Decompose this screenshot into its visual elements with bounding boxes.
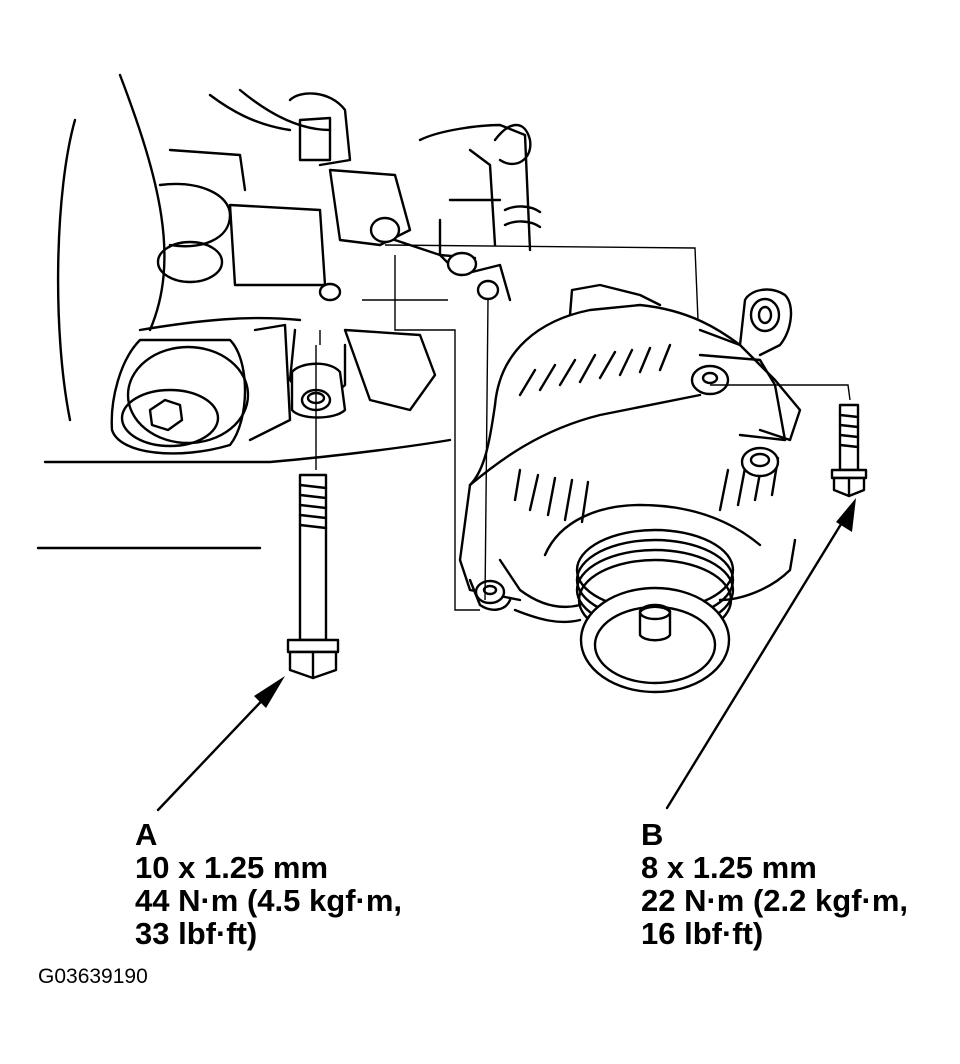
callout-a-size: 10 x 1.25 mm [135, 850, 329, 885]
callout-a: A 10 x 1.25 mm 44 N·m (4.5 kgf·m, 33 lbf… [135, 818, 402, 950]
callout-b-size: 8 x 1.25 mm [641, 850, 817, 885]
engine-block-outline [36, 73, 452, 550]
callout-b-torque-line1: 22 N·m (2.2 kgf·m, [641, 883, 909, 918]
bolt-b [830, 403, 868, 498]
callout-a-torque-line1: 44 N·m (4.5 kgf·m, [135, 883, 403, 918]
leader-arrow-a [156, 676, 285, 812]
tensioner-pulley [110, 323, 292, 455]
callout-b: B 8 x 1.25 mm 22 N·m (2.2 kgf·m, 16 lbf·… [641, 818, 908, 950]
callout-b-letter: B [641, 817, 664, 852]
callout-a-torque-line2: 33 lbf·ft) [135, 916, 258, 951]
coolant-hose [298, 116, 542, 260]
figure-code: G03639190 [38, 965, 148, 988]
mount-boss [290, 362, 347, 419]
callout-a-letter: A [135, 817, 158, 852]
leader-arrow-b [665, 498, 856, 810]
alternator [458, 283, 802, 624]
callout-b-torque-line2: 16 lbf·ft) [641, 916, 764, 951]
alternator-bracket [228, 168, 512, 412]
alignment-lines [315, 244, 851, 611]
bolt-a [286, 473, 340, 680]
alternator-pulley [575, 528, 735, 694]
